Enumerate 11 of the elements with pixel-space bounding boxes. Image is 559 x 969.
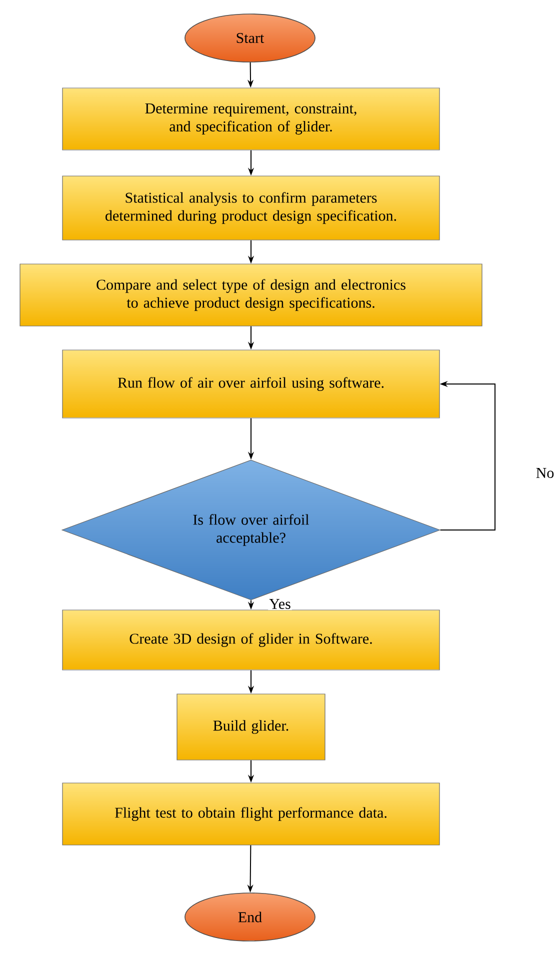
process-box: Statistical analysis to confirm parameters determined during product design specification.	[62, 176, 440, 240]
edge-label: Yes	[268, 598, 292, 610]
process-box: Create 3D design of glider in Software.	[62, 610, 440, 670]
terminal-oval: Start	[184, 14, 316, 62]
process-box: Flight test to obtain flight performance data.	[62, 782, 440, 846]
process-box: Run flow of air over airfoil using software.	[62, 350, 440, 418]
terminal-oval: End	[184, 892, 316, 942]
process-box: Determine requirement, constraint, and specification of glider.	[62, 88, 440, 150]
edge-label: No	[534, 467, 556, 479]
process-box: Compare and select type of design and electronics to achieve product design specifications.	[20, 264, 482, 326]
process-box: Build glider.	[176, 694, 326, 760]
